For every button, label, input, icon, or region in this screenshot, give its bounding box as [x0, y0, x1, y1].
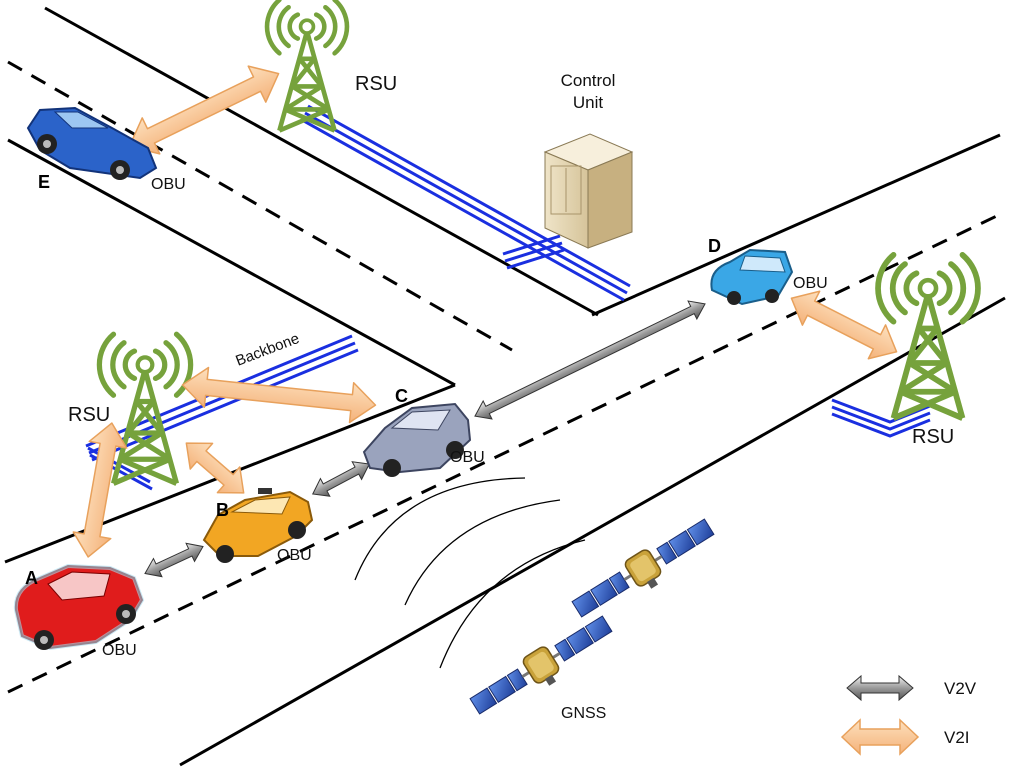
v2i-arrow-rsu-right-car-d: [790, 290, 898, 360]
v2i-arrow-rsu-left-car-a: [72, 422, 128, 558]
car-d-letter: D: [708, 236, 721, 256]
v2i-arrow-rsu-left-car-c: [181, 366, 377, 424]
control-unit-server-icon: [543, 133, 634, 249]
rsu-top-label: RSU: [355, 73, 397, 95]
car-c-icon: [362, 402, 472, 477]
upper-road-bottom-edge: [7, 138, 456, 387]
upper-road-top-edge: [44, 6, 599, 317]
car-b-letter: B: [216, 500, 229, 520]
main-road-lane-divider: [7, 210, 1006, 694]
rsu-right-label: RSU: [912, 426, 954, 448]
v2v-links: [144, 300, 706, 578]
control-unit-label-line1: Control: [561, 71, 616, 90]
car-a-letter: A: [25, 568, 38, 588]
legend-v2v-arrow-icon: [846, 674, 914, 702]
gnss-label: GNSS: [561, 705, 606, 722]
backbone-upper: [301, 104, 631, 302]
legend-v2i-label: V2I: [944, 728, 970, 747]
v2i-links: [72, 65, 898, 558]
rsu-top-tower-icon: [267, 0, 347, 131]
v2i-arrow-rsu-top-car-e: [128, 65, 280, 155]
obu-label-car-c: OBU: [450, 449, 485, 466]
rsu-left-label: RSU: [68, 404, 110, 426]
v2v-arrow-car-c-car-d: [474, 300, 706, 420]
legend-v2v-label: V2V: [944, 679, 977, 698]
obu-label-car-e: OBU: [151, 176, 186, 193]
car-c-letter: C: [395, 386, 408, 406]
obu-label-car-d: OBU: [793, 275, 828, 292]
rsu-right-tower-icon: [878, 255, 978, 418]
obu-label-car-a: OBU: [102, 642, 137, 659]
legend-v2i-arrow-icon: [840, 718, 920, 756]
backbone-label: Backbone: [233, 330, 301, 370]
main-road-bottom-edge: [179, 296, 1006, 767]
car-a-icon: [13, 563, 145, 651]
car-e-icon: [26, 106, 158, 180]
gnss-signal-arcs: [354, 477, 586, 669]
obu-label-car-b: OBU: [277, 547, 312, 564]
car-e-letter: E: [38, 172, 50, 192]
control-unit-label-line2: Unit: [573, 93, 604, 112]
road-network: [4, 6, 1006, 767]
car-d-icon: [710, 248, 794, 306]
main-road-top-right-edge: [591, 133, 1001, 317]
v2v-arrow-car-a-car-b: [144, 542, 204, 578]
v2v-arrow-car-b-car-c: [311, 461, 371, 497]
upper-road-lane-divider: [7, 60, 513, 352]
car-b-icon: [202, 488, 314, 563]
v2i-arrow-rsu-left-car-b: [185, 442, 245, 494]
